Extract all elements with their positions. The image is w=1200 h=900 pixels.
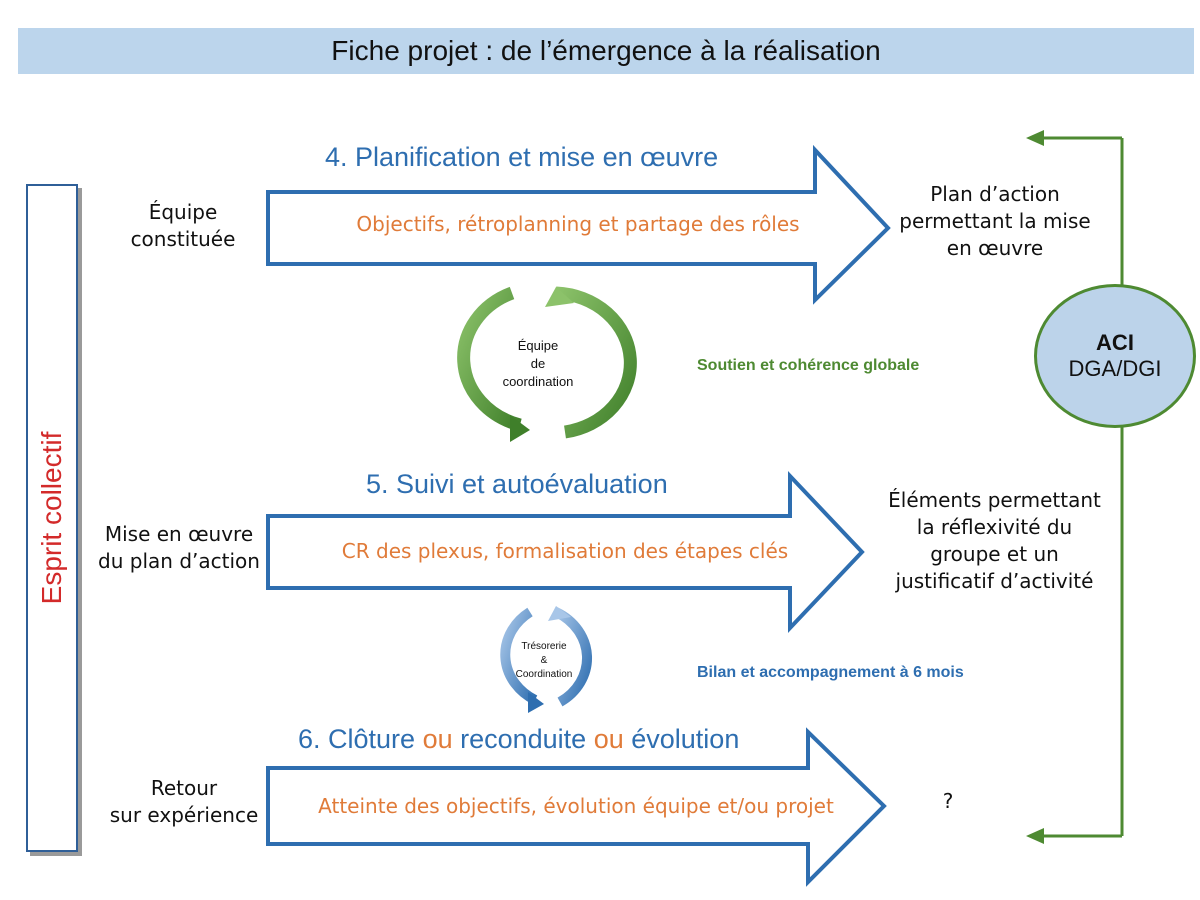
cycle2-label-line: & — [540, 655, 548, 666]
step6-title: 6. Clôture ou reconduite ou évolution — [298, 724, 739, 755]
step4-output: Plan d’action permettant la mise en œuvr… — [895, 181, 1095, 262]
cycle1-label-line: de — [530, 356, 546, 371]
step4-input: Équipe constituée — [100, 199, 266, 253]
step5-arrow — [266, 470, 865, 634]
step6-title-part: 6. Clôture — [298, 724, 423, 754]
step5-input: Mise en œuvre du plan d’action — [84, 521, 274, 575]
cycle2-label-line: Trésorerie — [521, 641, 567, 652]
step5-arrow-text: CR des plexus, formalisation des étapes … — [341, 539, 789, 563]
side-label-box: Esprit collectif — [26, 184, 78, 852]
step5-output-line: justificatif d’activité — [895, 569, 1094, 593]
step4-title: 4. Planification et mise en œuvre — [325, 142, 719, 172]
step5-output-line: la réflexivité du — [916, 515, 1073, 539]
cycle2-label: Trésorerie & Coordination — [500, 640, 588, 682]
step5-title: 5. Suivi et autoévaluation — [366, 469, 668, 499]
cycle2-label-line: Coordination — [515, 669, 573, 680]
cycle1-note: Soutien et cohérence globale — [697, 357, 920, 374]
step4-input-line: Équipe — [148, 200, 218, 224]
step6-input-line: sur expérience — [109, 803, 259, 827]
step4-output-line: permettant la mise — [899, 209, 1091, 233]
page-title: Fiche projet : de l’émergence à la réali… — [18, 28, 1194, 74]
step6-arrow-text: Atteinte des objectifs, évolution équipe… — [318, 794, 834, 818]
step5-input-line: du plan d’action — [98, 549, 260, 573]
step4-arrow-text: Objectifs, rétroplanning et partage des … — [356, 212, 800, 236]
feedback-loop — [1040, 136, 1124, 838]
cycle-arrows-coordination — [457, 286, 637, 442]
aci-line1: ACI — [1096, 330, 1134, 355]
step6-input: Retour sur expérience — [96, 775, 272, 829]
step5-input-line: Mise en œuvre — [104, 522, 254, 546]
step4-input-line: constituée — [130, 227, 236, 251]
step6-output: ? — [942, 789, 954, 813]
step5-output-line: Éléments permettant — [888, 488, 1101, 512]
step6-input-line: Retour — [150, 776, 218, 800]
step6-title-or: ou — [422, 724, 453, 754]
step5-output: Éléments permettant la réflexivité du gr… — [872, 487, 1117, 595]
step4-output-line: en œuvre — [946, 236, 1044, 260]
step4-output-line: Plan d’action — [930, 182, 1060, 206]
step6-arrow — [266, 727, 887, 887]
step4-arrow — [266, 144, 891, 305]
aci-circle: ACI DGA/DGI — [1034, 284, 1196, 428]
loop-arrowhead-top — [1026, 130, 1044, 146]
aci-line2: DGA/DGI — [1068, 356, 1162, 381]
cycle2-note: Bilan et accompagnement à 6 mois — [697, 664, 964, 681]
step6-title-or: ou — [593, 724, 624, 754]
loop-arrowhead-bottom — [1026, 828, 1044, 844]
cycle1-label-line: Équipe — [517, 338, 559, 353]
cycle-arrows-tresorerie — [500, 606, 592, 713]
cycle1-label-line: coordination — [502, 374, 574, 389]
step5-output-line: groupe et un — [930, 542, 1059, 566]
step6-title-part: évolution — [623, 724, 740, 754]
cycle1-label: Équipe de coordination — [483, 337, 593, 391]
step6-title-part: reconduite — [452, 724, 594, 754]
